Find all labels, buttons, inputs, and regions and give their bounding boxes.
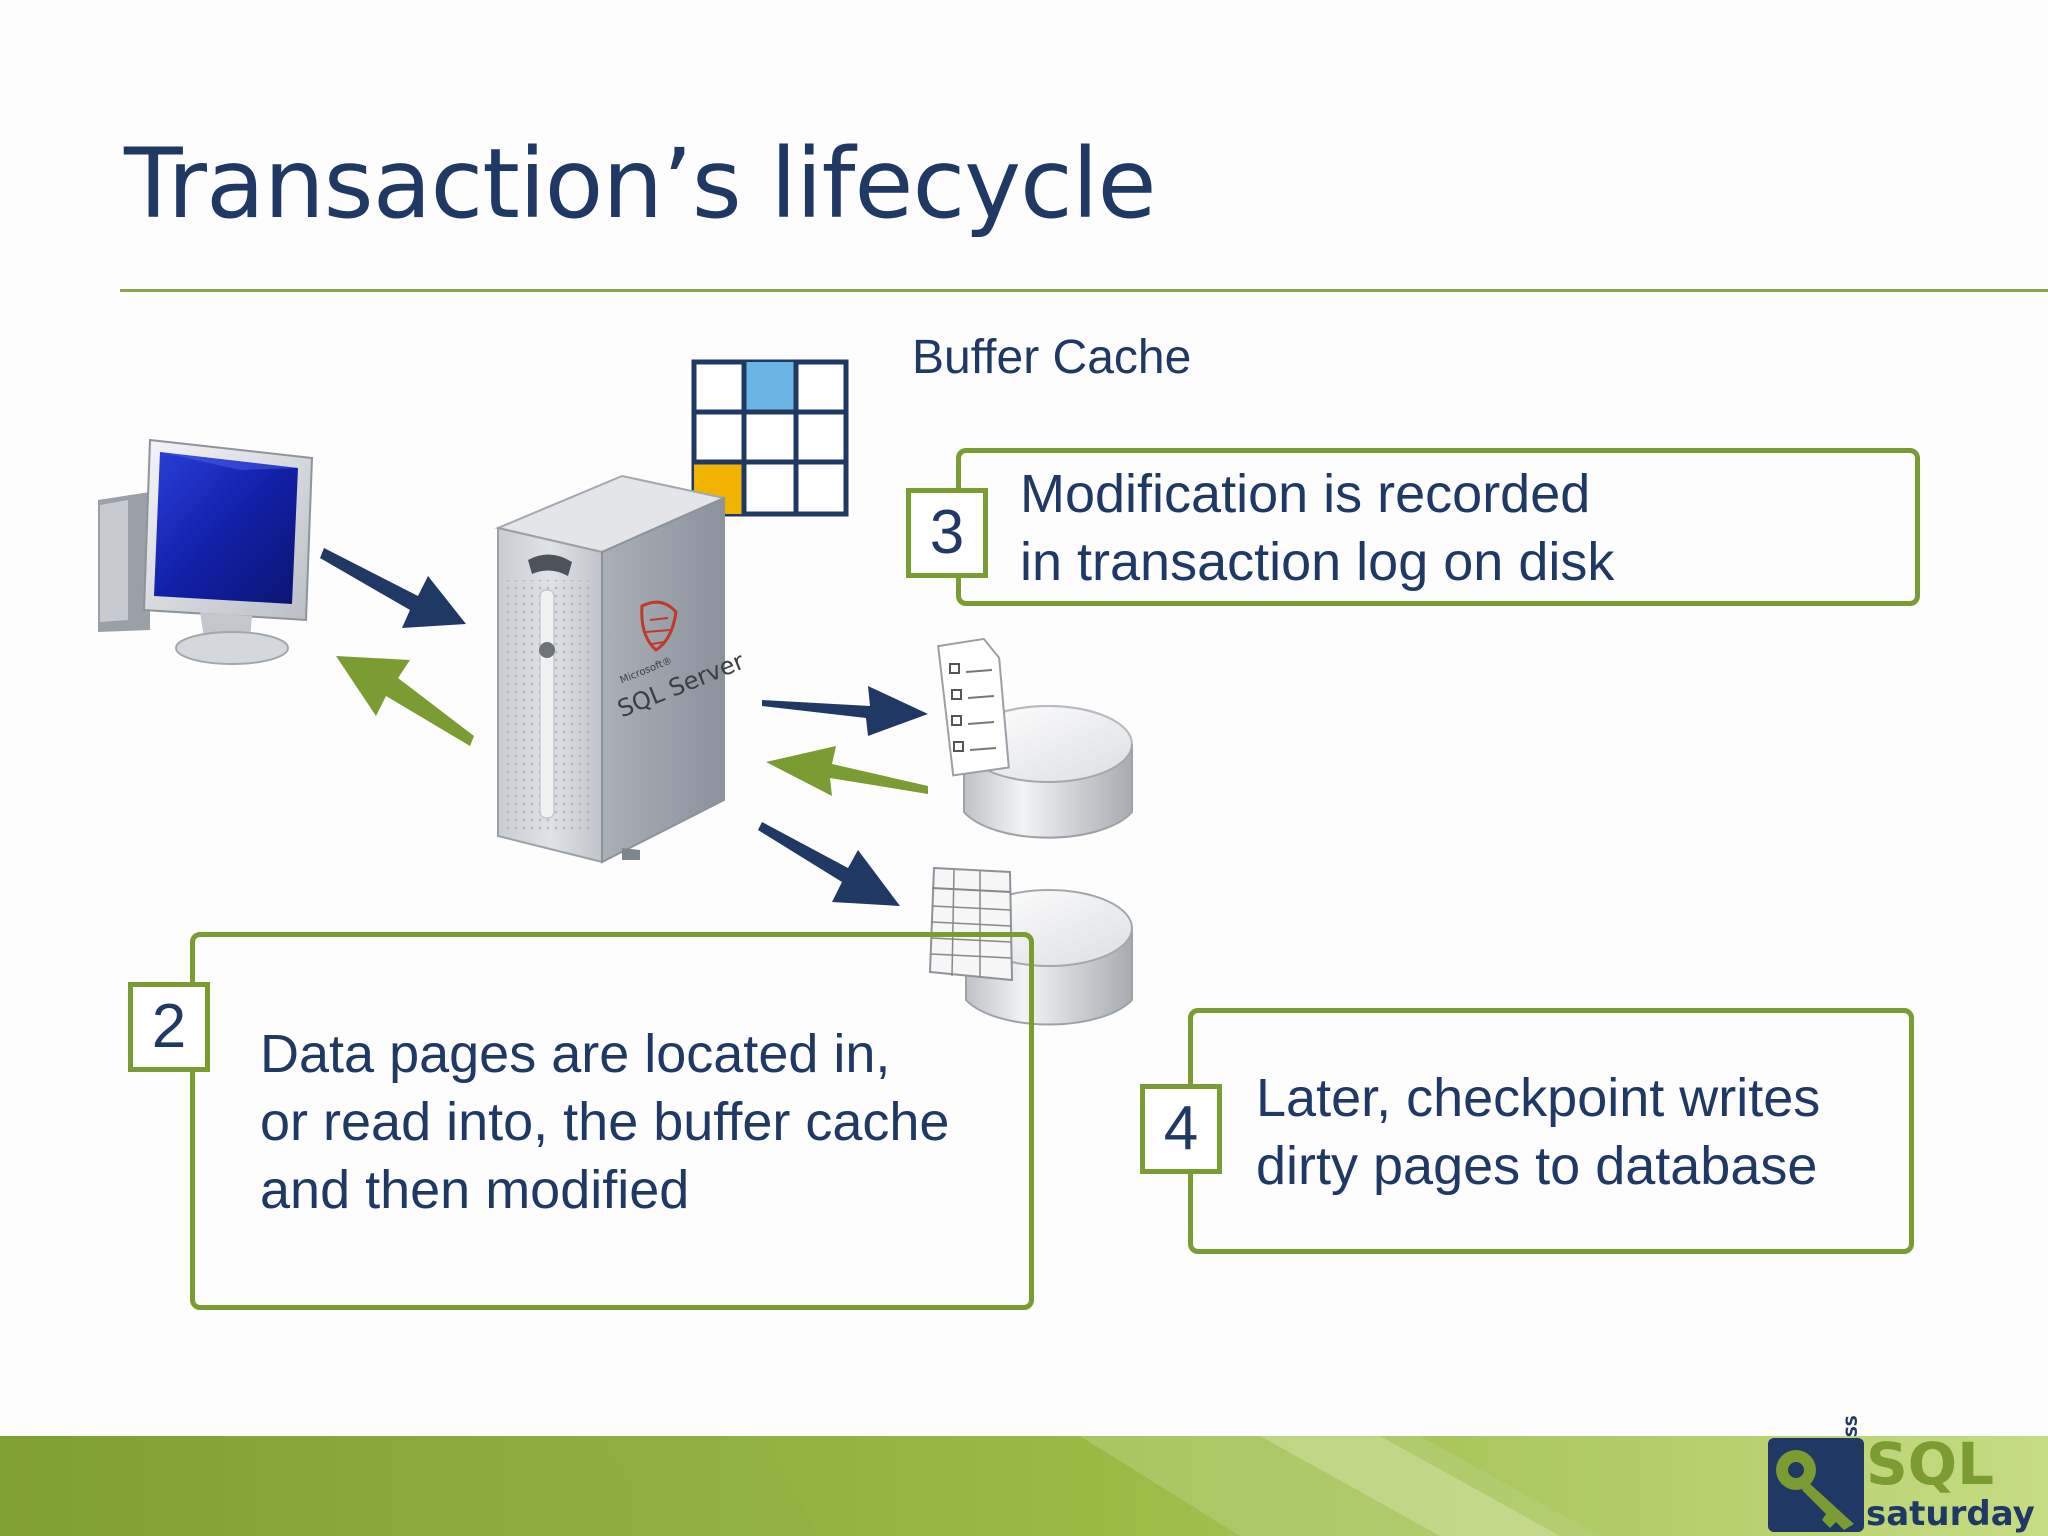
- logo-saturday: saturday: [1866, 1494, 2035, 1534]
- step-4-line-2: dirty pages to database: [1256, 1136, 1818, 1196]
- step-4-number: 4: [1140, 1084, 1222, 1174]
- arrow-server-to-log: [762, 686, 928, 736]
- title-divider: [120, 289, 2048, 292]
- step-3-line-1: Modification is recorded: [1020, 464, 1591, 524]
- step-2-box: [190, 932, 1034, 1310]
- logo-key-icon: [1768, 1438, 1864, 1532]
- step-2-text: Data pages are located in, or read into,…: [260, 1020, 949, 1224]
- arrow-client-to-server: [320, 548, 466, 628]
- step-3-text: Modification is recorded in transaction …: [1020, 460, 1614, 596]
- arrow-server-to-data: [758, 822, 900, 906]
- client-computer-icon: [98, 438, 314, 665]
- step-2-number: 2: [128, 982, 210, 1072]
- cached-page-cell: [746, 362, 794, 410]
- buffer-cache-grid: [691, 359, 849, 517]
- step-2-line-1: Data pages are located in,: [260, 1024, 891, 1084]
- step-3-number: 3: [906, 488, 988, 578]
- footer-band: [0, 1436, 2048, 1536]
- sqlsaturday-logo: PASS SQL saturday: [1762, 1415, 2048, 1536]
- slide-title: Transaction’s lifecycle: [124, 128, 1157, 240]
- log-disk-icon: [937, 637, 1133, 839]
- logo-pass: PASS: [1842, 1415, 1861, 1460]
- arrow-log-to-server: [766, 746, 928, 796]
- step-4-line-1: Later, checkpoint writes: [1256, 1068, 1821, 1128]
- step-2-line-2: or read into, the buffer cache: [260, 1092, 950, 1152]
- sql-server-icon: SQL Server Microsoft®: [494, 474, 748, 864]
- data-page-table-icon: [928, 866, 1014, 982]
- data-disk-icon: [928, 866, 1133, 1026]
- transaction-log-document-icon: [937, 637, 1010, 777]
- logo-sql: SQL: [1866, 1430, 1995, 1498]
- arrow-server-to-client: [336, 656, 474, 746]
- step-3-line-2: in transaction log on disk: [1020, 532, 1615, 592]
- buffer-cache-label: Buffer Cache: [912, 331, 1192, 384]
- step-2-line-3: and then modified: [260, 1160, 690, 1220]
- step-4-text: Later, checkpoint writes dirty pages to …: [1256, 1064, 1820, 1200]
